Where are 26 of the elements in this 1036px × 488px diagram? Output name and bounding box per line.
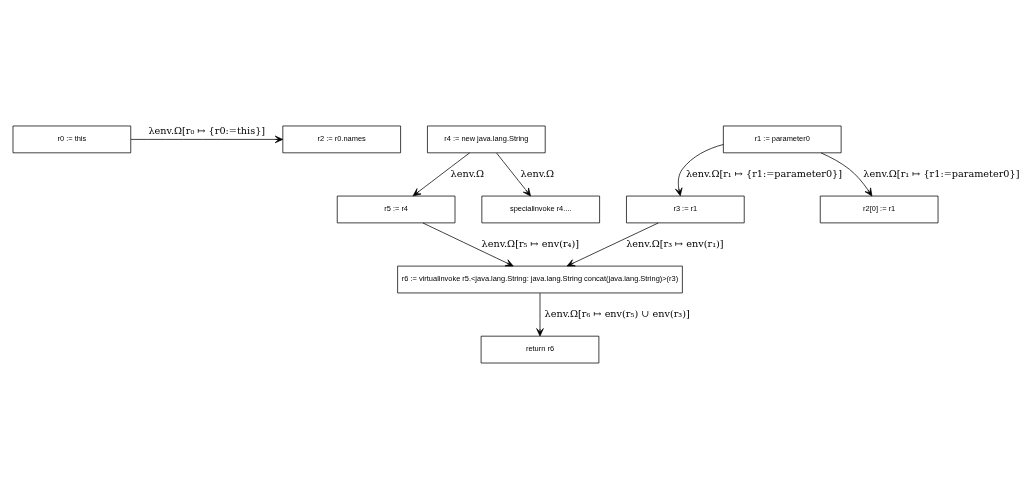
arrow xyxy=(422,222,514,266)
edge-label: λenv.Ω[r₅ ↦ env(r₄)] xyxy=(481,237,580,249)
arrow xyxy=(566,222,659,266)
arrow xyxy=(412,152,470,196)
node-box: r4 := new java.lang.String xyxy=(427,125,546,153)
edge-label: λenv.Ω[r₆ ↦ env(r₅) ∪ env(r₃)] xyxy=(544,307,690,319)
arrow xyxy=(675,143,724,196)
node-box: r2 := r0.names xyxy=(282,125,401,153)
node-box: r6 := virtualinvoke r5.<java.lang.String: java.lang.String concat(java.lang.String)>(r3) xyxy=(397,265,683,293)
node-box: r1 := parameter0 xyxy=(723,125,842,153)
arrow xyxy=(820,152,873,196)
node-box: specialinvoke r4.... xyxy=(481,195,600,223)
node-box: r0 := this xyxy=(12,125,132,153)
node-box: r5 := r4 xyxy=(336,195,456,223)
edge-label: λenv.Ω[r₀ ↦ {r0:=this}] xyxy=(148,124,266,136)
arrow xyxy=(496,152,531,196)
node-box: return r6 xyxy=(480,335,600,363)
edge-label: λenv.Ω[r₃ ↦ env(r₁)] xyxy=(626,237,724,249)
node-box: r3 := r1 xyxy=(626,195,745,223)
edge-label: λenv.Ω xyxy=(520,167,555,179)
arrow xyxy=(536,292,544,336)
edge-label: λenv.Ω[r₁ ↦ {r1:=parameter0}] xyxy=(685,167,843,179)
arrow xyxy=(130,135,283,143)
edge-label: λenv.Ω xyxy=(450,167,485,179)
edge-label: λenv.Ω[r₁ ↦ {r1:=parameter0}] xyxy=(863,167,1020,179)
node-box: r2[0] := r1 xyxy=(819,195,939,223)
